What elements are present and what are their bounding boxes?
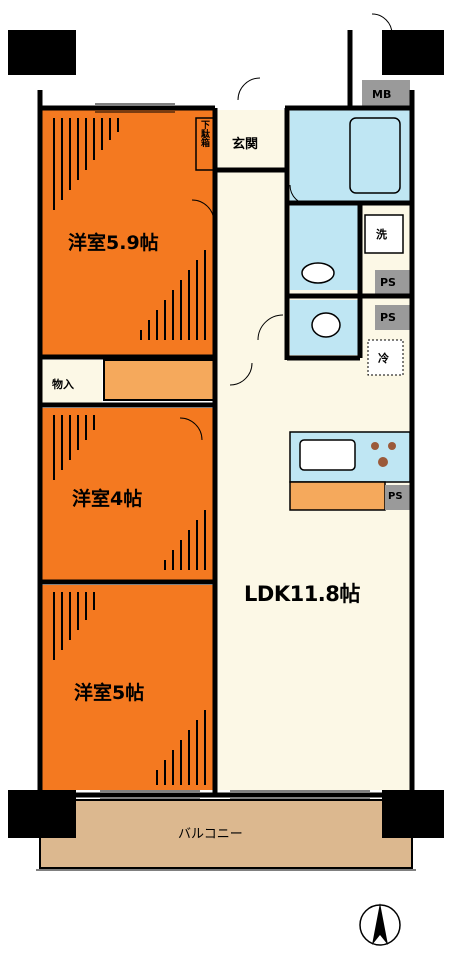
room-label-entrance: 玄関 [232,137,259,152]
storage-floor [42,360,102,405]
room-hatching [53,118,206,785]
room-label-western-2: 洋室4帖 [72,488,143,510]
wash-basin [301,262,335,284]
bathtub [349,117,401,194]
room-label-closet: 下駄箱 [199,120,209,147]
balcony-floor [39,799,413,869]
room-label-cold: 冷 [378,352,389,365]
kitchen-cabinet [289,481,386,511]
room-label-mb: MB [372,88,392,101]
ps-box-2 [375,305,410,330]
ps-box-1 [375,270,410,295]
washing-machine [364,214,404,254]
room-label-ps-3: PS [388,491,403,502]
corridor-floor [215,170,290,370]
fridge-space [367,339,404,376]
stove [371,442,396,467]
toilet [311,312,341,338]
closet-storage [103,359,215,401]
room-label-ldk: LDK11.8帖 [244,582,360,606]
room-label-balcony: バルコニー [178,827,243,842]
ps-box-3 [385,485,410,510]
room-label-wash: 洗 [376,228,387,241]
room-label-western-3: 洋室5帖 [74,682,145,704]
room-label-ps-1: PS [380,276,396,289]
kitchen-sink [299,439,356,471]
room-label-storage: 物入 [52,378,74,391]
windows [36,103,416,871]
room-label-western-1: 洋室5.9帖 [68,232,159,254]
walls [37,30,415,800]
room-label-ps-2: PS [380,311,396,324]
columns [8,30,444,838]
mb-box [362,80,410,110]
north-arrow-icon [359,903,401,946]
